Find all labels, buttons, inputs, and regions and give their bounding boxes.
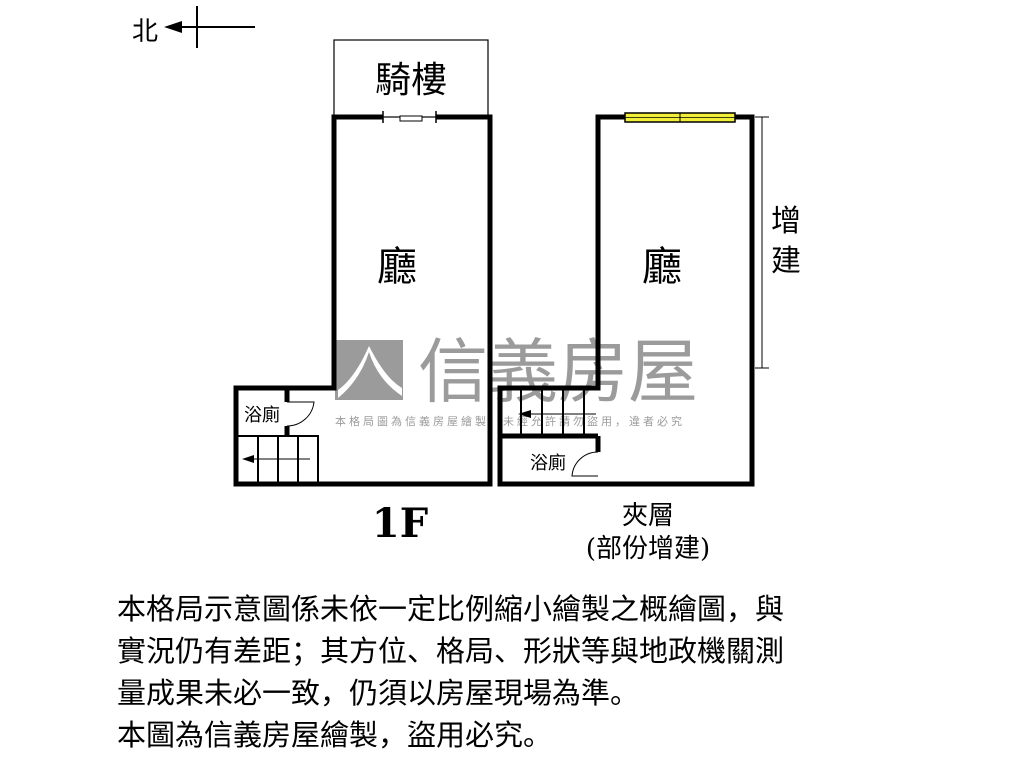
bathroom-label-mezzanine: 浴廁 <box>530 452 566 474</box>
disclaimer-line: 本圖為信義房屋繪製，盜用必究。 <box>117 718 553 752</box>
mezzanine-plan: 廳 增 建 浴廁 夾層 (部份增建) <box>497 112 801 564</box>
window <box>624 112 736 123</box>
disclaimer: 本格局示意圖係未依一定比例縮小繪製之概繪圖，與 實況仍有差距；其方位、格局、形狀… <box>117 588 937 756</box>
extension-label-1: 增 <box>771 204 801 239</box>
floor-label-1f: 1F <box>372 500 428 547</box>
disclaimer-line: 實況仍有差距；其方位、格局、形狀等與地政機關測 <box>117 634 785 668</box>
living-room-label-mezzanine: 廳 <box>642 244 682 290</box>
bathroom-door-mezzanine <box>571 451 599 477</box>
bathroom-label-1f: 浴廁 <box>244 404 280 426</box>
floor-label-mezzanine: 夾層 <box>622 501 674 531</box>
floor-1f-walls <box>233 114 493 487</box>
north-label: 北 <box>132 17 158 47</box>
watermark-notice: 本格局圖為信義房屋繪製，未經允許請勿盜用，違者必究 <box>335 414 685 428</box>
staircase-mezzanine <box>500 390 598 439</box>
mezzanine-walls <box>497 114 755 487</box>
living-room-label-1f: 廳 <box>377 244 417 290</box>
arcade-label: 騎樓 <box>375 60 447 101</box>
entrance-door <box>382 111 437 123</box>
extension-dimension <box>755 116 769 369</box>
watermark: 信義房屋 本格局圖為信義房屋繪製，未經允許請勿盜用，違者必究 <box>335 331 698 428</box>
north-arrow-icon <box>164 21 182 33</box>
north-compass: 北 <box>132 6 255 48</box>
floor-1f-plan: 騎樓 廳 浴廁 1F <box>233 39 493 547</box>
disclaimer-line: 本格局示意圖係未依一定比例縮小繪製之概繪圖，與 <box>117 592 785 626</box>
bathroom-door-1f <box>286 401 315 427</box>
watermark-brand: 信義房屋 <box>418 331 698 413</box>
floor-sublabel-mezzanine: (部份增建) <box>586 534 710 564</box>
extension-label-2: 建 <box>771 244 801 279</box>
staircase-1f <box>236 435 319 484</box>
disclaimer-line: 量成果未必一致，仍須以房屋現場為準。 <box>117 676 640 710</box>
